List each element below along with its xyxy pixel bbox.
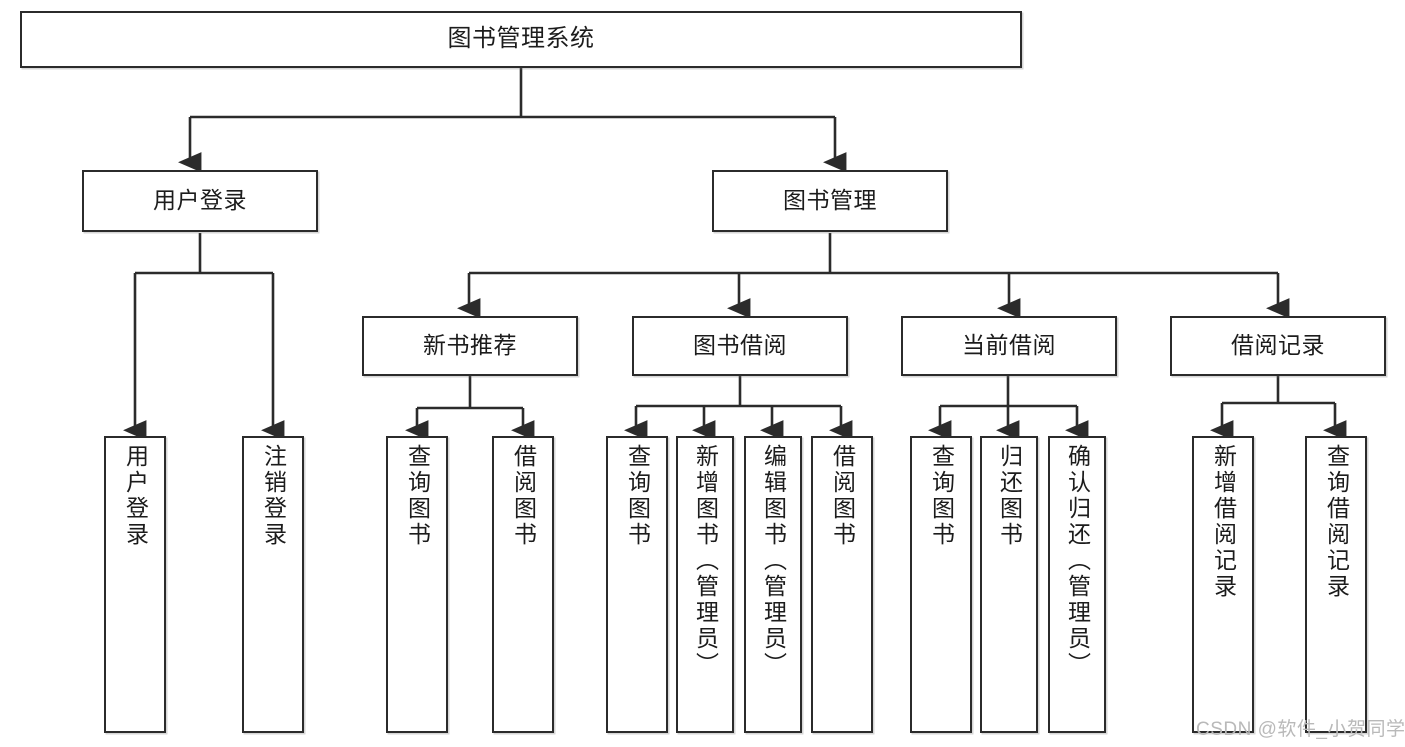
node-label: 编辑图书（管理员） (760, 444, 787, 678)
leaf-borrow-record-add-record[interactable]: 新增借阅记录 (1192, 436, 1254, 733)
node-root-book-management-system[interactable]: 图书管理系统 (20, 11, 1022, 68)
node-label: 查询借阅记录 (1323, 444, 1350, 600)
leaf-book-borrow-borrow-book[interactable]: 借阅图书 (811, 436, 873, 733)
leaf-book-borrow-query-book[interactable]: 查询图书 (606, 436, 668, 733)
leaf-book-borrow-add-book-admin[interactable]: 新增图书（管理员） (676, 436, 734, 733)
node-label: 查询图书 (928, 444, 955, 548)
node-label: 注销登录 (260, 444, 287, 548)
leaf-current-borrow-confirm-return-admin[interactable]: 确认归还（管理员） (1048, 436, 1106, 733)
node-label: 新增借阅记录 (1210, 444, 1237, 600)
leaf-current-borrow-return-book[interactable]: 归还图书 (980, 436, 1038, 733)
node-current-borrow[interactable]: 当前借阅 (901, 316, 1117, 376)
node-book-borrow[interactable]: 图书借阅 (632, 316, 848, 376)
node-label: 借阅记录 (1231, 332, 1325, 359)
leaf-user-login-logout[interactable]: 注销登录 (242, 436, 304, 733)
node-label: 当前借阅 (962, 332, 1056, 359)
node-label: 借阅图书 (510, 444, 537, 548)
leaf-current-borrow-query-book[interactable]: 查询图书 (910, 436, 972, 733)
node-label: 用户登录 (122, 444, 149, 548)
leaf-new-book-query-book[interactable]: 查询图书 (386, 436, 448, 733)
node-label: 图书借阅 (693, 332, 787, 359)
node-label: 用户登录 (153, 187, 247, 214)
node-label: 确认归还（管理员） (1064, 444, 1091, 678)
node-label: 查询图书 (404, 444, 431, 548)
node-label: 图书管理 (783, 187, 877, 214)
node-label: 图书管理系统 (447, 25, 595, 53)
leaf-user-login-login[interactable]: 用户登录 (104, 436, 166, 733)
leaf-book-borrow-edit-book-admin[interactable]: 编辑图书（管理员） (744, 436, 802, 733)
node-borrow-record[interactable]: 借阅记录 (1170, 316, 1386, 376)
node-label: 查询图书 (624, 444, 651, 548)
node-label: 新增图书（管理员） (692, 444, 719, 678)
watermark: CSDN @软件_小贺同学 (1196, 719, 1405, 740)
node-book-management[interactable]: 图书管理 (712, 170, 948, 232)
leaf-borrow-record-query-record[interactable]: 查询借阅记录 (1305, 436, 1367, 733)
node-label: 借阅图书 (829, 444, 856, 548)
node-new-book-recommend[interactable]: 新书推荐 (362, 316, 578, 376)
node-user-login[interactable]: 用户登录 (82, 170, 318, 232)
node-label: 新书推荐 (423, 332, 517, 359)
leaf-new-book-borrow-book[interactable]: 借阅图书 (492, 436, 554, 733)
node-label: 归还图书 (996, 444, 1023, 548)
